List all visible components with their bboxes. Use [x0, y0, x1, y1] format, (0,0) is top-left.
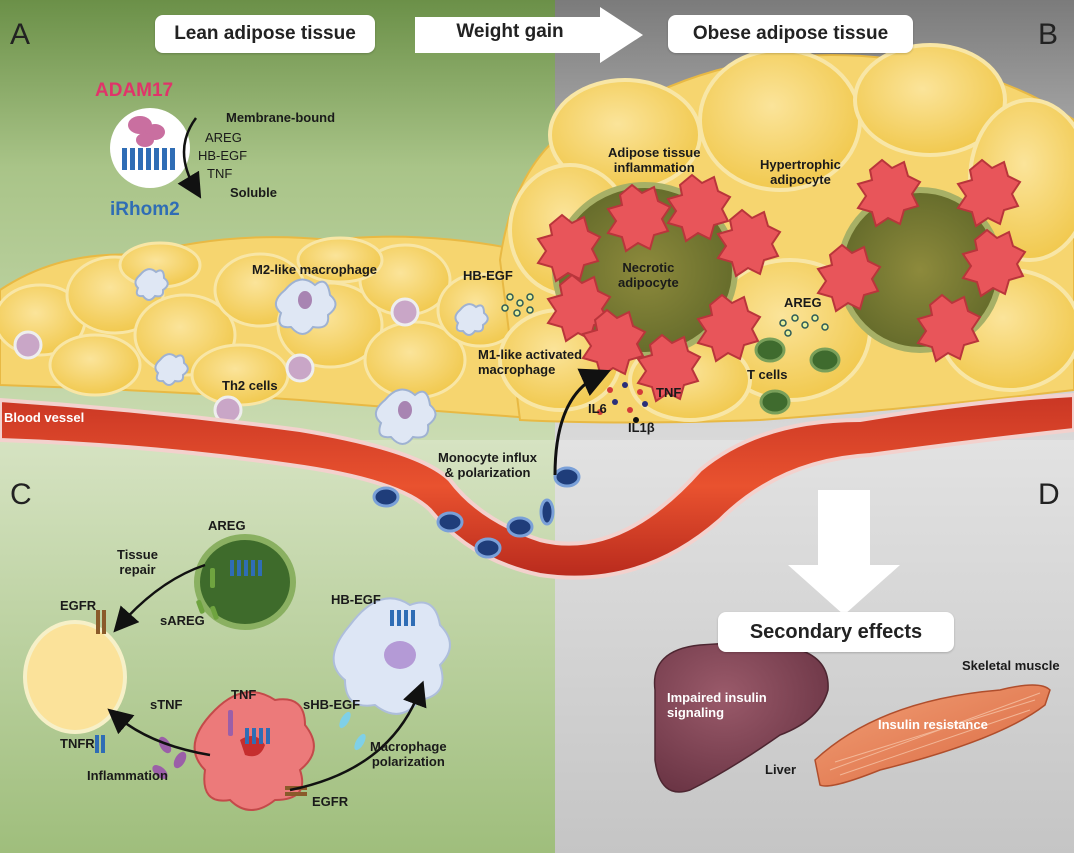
membrane-bound-label: Membrane-bound: [226, 110, 336, 125]
panel-letter-c: C: [10, 478, 32, 511]
inflammation-label: Adipose tissue inflammation: [608, 145, 701, 175]
panel-d-art: [653, 490, 1051, 793]
adam17-label: ADAM17: [95, 80, 174, 101]
panel-letter-d: D: [1038, 478, 1060, 511]
m2-macrophage-label: M2-like macrophage: [252, 262, 377, 277]
t-cells-label: T cells: [747, 367, 788, 382]
monocyte-label: Monocyte influx & polarization: [438, 450, 537, 480]
monocytes: [372, 466, 581, 559]
m1-macrophage-label: M1-like activated macrophage: [478, 347, 583, 377]
blood-vessel-label: Blood vessel: [4, 410, 85, 425]
adam17-inset: [110, 108, 202, 199]
hbegf-label-b: HB-EGF: [463, 268, 513, 283]
obese-header: Obese adipose tissue: [668, 15, 913, 53]
panel-c-cells: [23, 534, 451, 811]
tnf-label-c: TNF: [231, 687, 257, 702]
weight-gain-label: Weight gain: [456, 21, 564, 42]
tnfr-label: TNFR: [60, 736, 95, 751]
hbegf-label-a: HB-EGF: [198, 148, 248, 163]
macrophage-polarization-label: Macrophage polarization: [370, 739, 447, 769]
lean-immune-cells: [13, 268, 489, 445]
tissue-repair-label: Tissue repair: [117, 547, 158, 577]
areg-label-a: AREG: [205, 130, 242, 145]
soluble-label: Soluble: [230, 185, 277, 200]
necrotic-label: Necrotic adipocyte: [618, 260, 679, 290]
areg-label-b: AREG: [784, 295, 822, 310]
panel-letter-a: A: [10, 18, 31, 51]
hypertrophic-label: Hypertrophic adipocyte: [760, 157, 841, 187]
tnf-label-b: TNF: [656, 385, 682, 400]
m1-macrophages: [536, 158, 1027, 403]
shbegf-label: sHB-EGF: [303, 697, 361, 712]
lean-header: Lean adipose tissue: [155, 15, 375, 53]
th2-label: Th2 cells: [222, 378, 278, 393]
secondary-effects-banner: Secondary effects: [718, 612, 954, 652]
sareg-label: sAREG: [160, 613, 205, 628]
tnf-label-a: TNF: [207, 166, 233, 181]
liver-label: Liver: [765, 762, 797, 777]
weight-gain-arrow: [415, 7, 643, 63]
egfr-label-bottom: EGFR: [312, 794, 349, 809]
il1b-label: IL1β: [628, 420, 655, 435]
areg-label-c: AREG: [208, 518, 246, 533]
stnf-label: sTNF: [150, 697, 183, 712]
skeletal-muscle-label: Skeletal muscle: [962, 658, 1060, 673]
polarization-arrow: [553, 368, 611, 476]
impaired-insulin-label: Impaired insulin signaling: [667, 690, 767, 720]
hbegf-label-c: HB-EGF: [331, 592, 381, 607]
irhom2-label: iRhom2: [110, 199, 180, 220]
t-cells: [754, 337, 841, 415]
insulin-resistance-label: Insulin resistance: [878, 717, 988, 732]
il6-label: IL6: [588, 401, 607, 416]
egfr-label-top: EGFR: [60, 598, 97, 613]
panel-letter-b: B: [1038, 18, 1059, 51]
inflammation-label-c: Inflammation: [87, 768, 168, 783]
